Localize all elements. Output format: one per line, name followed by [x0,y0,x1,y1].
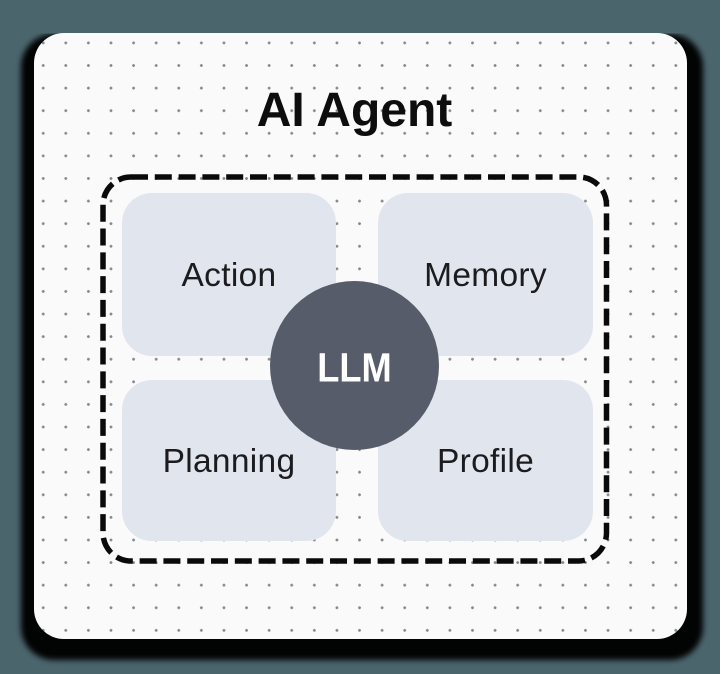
svg-text:LLM: LLM [317,345,392,391]
